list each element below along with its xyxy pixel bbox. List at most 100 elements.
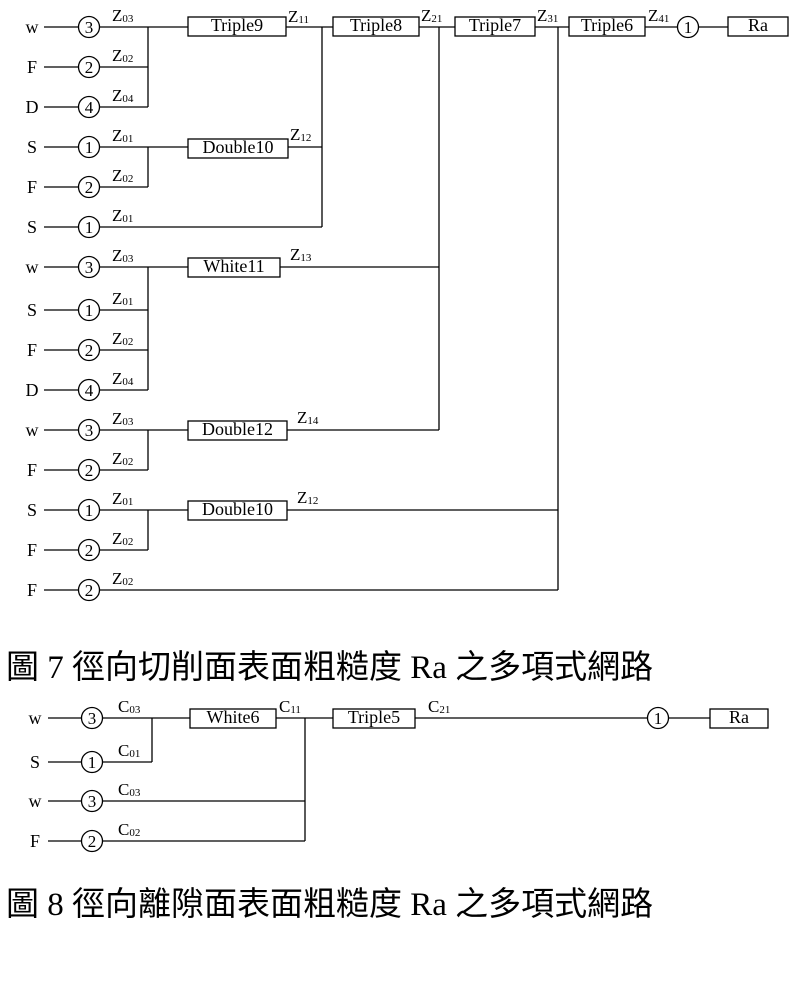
fig8-input-node-1 [80, 750, 104, 774]
fig7-input-node-0-label: 3 [85, 18, 94, 37]
fig8-chain-edge-0: C21 [428, 697, 450, 716]
fig7-input-edge-4: Z02 [112, 166, 133, 185]
fig7-input-edge-11: Z02 [112, 449, 133, 468]
fig7-box-triple7-label: Triple7 [469, 15, 521, 35]
fig8-output-node [646, 706, 670, 730]
fig7-input-var-0: w [26, 17, 39, 37]
fig7-input-node-8-label: 2 [85, 341, 94, 360]
fig7-input-var-1: F [27, 57, 37, 77]
fig7-box-double10-4 [187, 500, 288, 521]
fig7-input-edge-7: Z01 [112, 289, 133, 308]
connection-wires [44, 26, 728, 842]
fig7-box-double12-3-label: Double12 [202, 419, 273, 439]
fig8-input-edge-1-subscript: 01 [129, 748, 140, 760]
fig7-l1-edge-2-subscript: 13 [300, 252, 312, 264]
fig7-input-edge-12: Z01 [112, 489, 133, 508]
fig7-box-double10-1 [187, 138, 289, 159]
fig7-input-node-3 [77, 135, 101, 159]
fig7-input-node-8 [77, 338, 101, 362]
fig7-input-node-9-label: 4 [85, 381, 94, 400]
fig7-input-node-13 [77, 538, 101, 562]
fig8-input-node-1-label: 1 [88, 753, 97, 772]
fig8-input-edge-2: C03 [118, 780, 141, 799]
fig8-chain-edge-0-subscript: 21 [439, 704, 450, 716]
fig7-l1-edge-4: Z12 [297, 488, 318, 507]
fig7-input-node-9 [77, 378, 101, 402]
fig8-input-var-1: S [30, 752, 40, 772]
fig7-box-white11-2-label: White11 [203, 256, 264, 276]
fig7-box-double10-4-label: Double10 [202, 499, 273, 519]
fig7-box-triple9-0 [187, 16, 287, 37]
fig7-input-edge-10-subscript: 03 [122, 416, 134, 428]
fig7-l1-edge-3-subscript: 14 [307, 415, 319, 427]
fig8-input-var-0: w [29, 708, 42, 728]
fig7-input-node-2 [77, 95, 101, 119]
fig8-input-node-0-label: 3 [88, 709, 97, 728]
fig7-input-node-6-label: 3 [85, 258, 94, 277]
fig7-chain-edge-1-subscript: 31 [547, 13, 558, 25]
fig7-l1-edge-0: Z11 [288, 7, 309, 26]
fig7-input-var-2: D [26, 97, 39, 117]
fig7-input-node-7-label: 1 [85, 301, 94, 320]
fig7-input-node-13-label: 2 [85, 541, 94, 560]
fig7-input-node-12 [77, 498, 101, 522]
fig8-input-node-0 [80, 706, 104, 730]
fig7-input-var-7: S [27, 300, 37, 320]
fig8-input-edge-3-subscript: 02 [129, 827, 140, 839]
fig7-input-node-4-label: 2 [85, 178, 94, 197]
fig8-input-node-3 [80, 829, 104, 853]
fig8-input-edge-0-subscript: 03 [129, 704, 141, 716]
fig7-box-triple9-0-label: Triple9 [211, 15, 263, 35]
fig8-input-node-2-label: 3 [88, 792, 97, 811]
fig7-chain-edge-1: Z31 [537, 6, 558, 25]
fig7-input-node-10 [77, 418, 101, 442]
fig7-l1-edge-4-subscript: 12 [307, 495, 318, 507]
fig7-input-var-9: D [26, 380, 39, 400]
fig8-output-box-label: Ra [729, 707, 749, 727]
fig7-box-double12-3 [187, 420, 288, 441]
fig7-input-var-5: S [27, 217, 37, 237]
fig7-input-var-11: F [27, 460, 37, 480]
fig7-input-edge-6: Z03 [112, 246, 134, 265]
fig7-input-edge-5: Z01 [112, 206, 133, 225]
fig7-box-triple6-label: Triple6 [581, 15, 633, 35]
fig7-input-var-14: F [27, 580, 37, 600]
fig7-input-node-5 [77, 215, 101, 239]
fig7-input-var-8: F [27, 340, 37, 360]
fig7-input-edge-13: Z02 [112, 529, 133, 548]
fig7-input-node-12-label: 1 [85, 501, 94, 520]
fig8-input-edge-3: C02 [118, 820, 140, 839]
fig7-input-edge-13-subscript: 02 [122, 536, 133, 548]
fig7-box-triple6 [568, 16, 646, 37]
fig7-input-edge-12-subscript: 01 [122, 496, 133, 508]
fig7-input-edge-1-subscript: 02 [122, 53, 133, 65]
fig7-input-node-3-label: 1 [85, 138, 94, 157]
fig8-input-edge-1: C01 [118, 741, 140, 760]
fig7-input-var-3: S [27, 137, 37, 157]
fig7-box-triple7 [454, 16, 536, 37]
fig7-input-node-4 [77, 175, 101, 199]
fig7-input-edge-7-subscript: 01 [122, 296, 133, 308]
fig8-box-triple5 [332, 708, 416, 729]
fig7-l1-edge-2: Z13 [290, 245, 312, 264]
fig7-input-var-13: F [27, 540, 37, 560]
fig7-input-node-11-label: 2 [85, 461, 94, 480]
fig7-output-box [727, 16, 789, 37]
fig7-box-triple8 [332, 16, 420, 37]
fig7-l1-edge-1-subscript: 12 [300, 132, 311, 144]
fig8-input-edge-0: C03 [118, 697, 141, 716]
fig7-input-edge-6-subscript: 03 [122, 253, 134, 265]
fig7-input-node-0 [77, 15, 101, 39]
figure-7-caption: 圖 7 徑向切削面表面粗糙度 Ra 之多項式網路 [6, 650, 654, 686]
fig7-input-node-2-label: 4 [85, 98, 94, 117]
fig7-input-edge-9: Z04 [112, 369, 134, 388]
fig8-input-node-2 [80, 789, 104, 813]
fig7-chain-edge-0: Z21 [421, 6, 442, 25]
fig7-input-node-1-label: 2 [85, 58, 94, 77]
fig7-input-edge-1: Z02 [112, 46, 133, 65]
fig8-box-triple5-label: Triple5 [348, 707, 400, 727]
fig7-input-edge-11-subscript: 02 [122, 456, 133, 468]
fig7-box-double10-1-label: Double10 [203, 137, 274, 157]
fig7-input-node-6 [77, 255, 101, 279]
